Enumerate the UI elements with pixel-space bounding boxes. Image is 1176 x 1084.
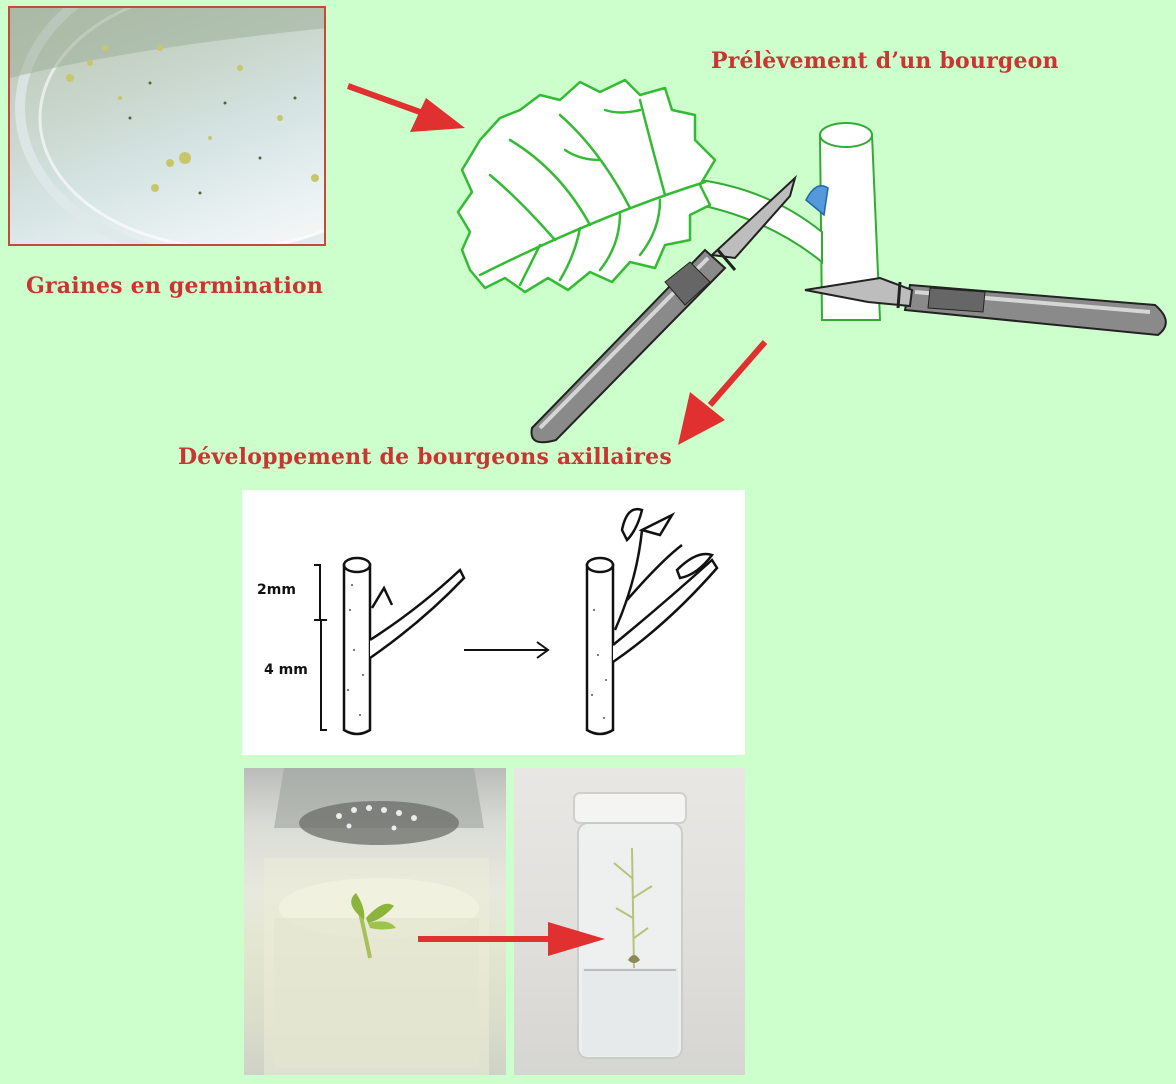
arrow-to-axillary [678,342,765,445]
bud-sampling-label: Prélèvement d’un bourgeon [711,48,1059,74]
culture-vial-photo-right [514,768,745,1075]
culture-jar-photo-left [244,768,506,1075]
leaf-icon [458,80,715,292]
stem-after [587,509,717,734]
measure-2mm-label: 2mm [257,582,296,598]
jar-left-drawing [244,768,506,1075]
axillary-bud-schematic: 2mm 4 mm [242,490,745,755]
measure-brackets [314,565,327,730]
measure-4mm-label: 4 mm [264,662,308,678]
vial-right-drawing [514,768,745,1075]
schematic-drawing [242,490,745,755]
transition-arrow [464,642,548,658]
bud-icon [806,186,828,215]
stem-before [344,558,464,734]
arrow-to-leaf [348,86,465,132]
axillary-development-label: Développement de bourgeons axillaires [178,444,672,470]
